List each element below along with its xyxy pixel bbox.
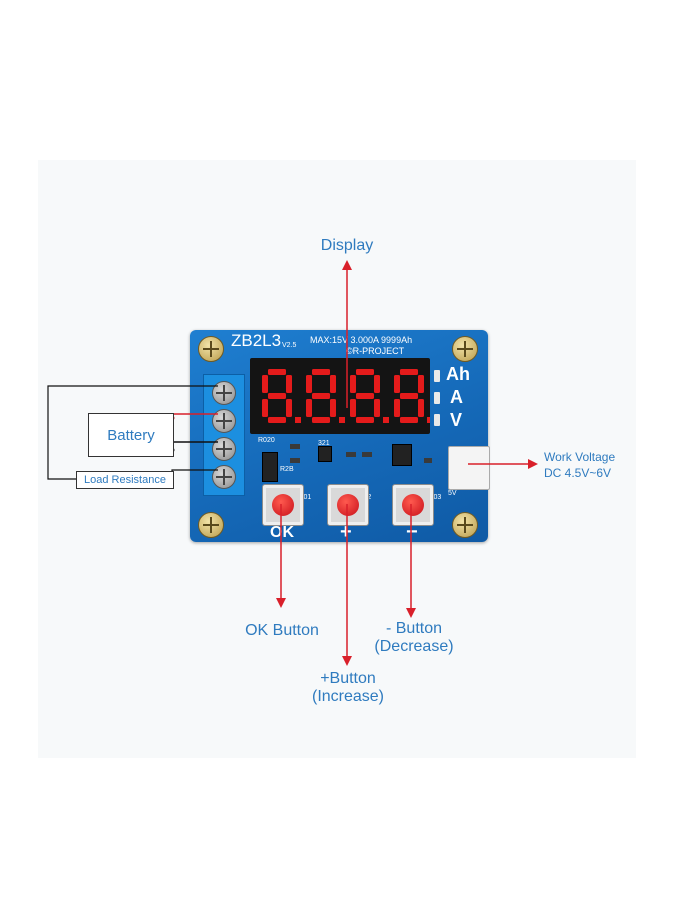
digit-1-segment-6 xyxy=(262,375,268,393)
plus-button-cap[interactable] xyxy=(337,494,359,516)
smd-resistor-1 xyxy=(290,444,300,449)
plus-button[interactable] xyxy=(327,484,369,526)
digit-1-segment-3 xyxy=(286,399,292,417)
minus-button-cap[interactable] xyxy=(402,494,424,516)
display-callout: Display xyxy=(320,237,374,254)
board-specs: MAX:15V 3.000A 9999Ah xyxy=(310,335,413,345)
board-model: ZB2L3 xyxy=(231,331,282,350)
display-digits xyxy=(262,369,430,423)
unit-led-a xyxy=(434,392,440,404)
ok-button[interactable] xyxy=(262,484,304,526)
seven-segment-display xyxy=(250,358,430,434)
digit-4-segment-2 xyxy=(418,375,424,393)
silk-j03: J03 xyxy=(430,494,442,501)
silk-r2b: R2B xyxy=(280,466,294,473)
regulator-chip xyxy=(392,444,412,466)
silk-plus: + xyxy=(340,521,352,543)
silk-minus: − xyxy=(406,521,418,543)
silk-j01: J01 xyxy=(300,494,312,501)
work-voltage-line1: Work Voltage xyxy=(544,450,616,464)
terminal-screw-3 xyxy=(212,437,236,461)
digit-2-segment-4 xyxy=(312,417,330,423)
unit-label-a: A xyxy=(450,387,463,407)
mount-screw-top-left xyxy=(198,336,224,362)
digit-4-segment-1 xyxy=(400,369,418,375)
digit-3-segment-5 xyxy=(350,399,356,417)
mount-screw-bottom-right xyxy=(452,512,478,538)
digit-3-segment-2 xyxy=(374,375,380,393)
mount-screw-top-right xyxy=(452,336,478,362)
plus-button-line1: +Button xyxy=(320,670,376,687)
digit-2-decimal-point xyxy=(339,417,345,423)
power-connector xyxy=(448,446,490,490)
board-version: V2.5 xyxy=(282,342,297,349)
digit-3-segment-1 xyxy=(356,369,374,375)
unit-label-v: V xyxy=(450,410,463,430)
unit-label-ah: Ah xyxy=(446,364,470,384)
load-resistance-label: Load Resistance xyxy=(76,471,174,489)
smd-chip-1 xyxy=(318,446,332,462)
smd-resistor-5 xyxy=(424,458,432,463)
digit-3-segment-4 xyxy=(356,417,374,423)
unit-led-v xyxy=(434,414,440,426)
digit-1-segment-4 xyxy=(268,417,286,423)
digit-4-decimal-point xyxy=(427,417,430,423)
digit-1-segment-7 xyxy=(268,393,286,399)
digit-2-segment-2 xyxy=(330,375,336,393)
screw-terminal-block xyxy=(203,374,245,496)
wire-load-top xyxy=(47,385,218,480)
wire-battery-positive xyxy=(171,413,218,418)
ok-button-callout: OK Button xyxy=(245,622,319,639)
silk-ok: OK xyxy=(270,524,294,541)
smd-resistor-3 xyxy=(346,452,356,457)
digit-4-segment-4 xyxy=(400,417,418,423)
digit-4-segment-7 xyxy=(400,393,418,399)
plus-button-callout: +Button (Increase) xyxy=(300,670,396,706)
digit-3-decimal-point xyxy=(383,417,389,423)
work-voltage-callout: Work Voltage DC 4.5V~6V xyxy=(544,449,615,481)
mount-screw-bottom-left xyxy=(198,512,224,538)
work-voltage-line2: DC 4.5V~6V xyxy=(544,466,612,480)
digit-2-segment-5 xyxy=(306,399,312,417)
plus-button-line2: (Increase) xyxy=(311,688,385,705)
wire-load-bottom xyxy=(171,469,218,479)
digit-4-segment-3 xyxy=(418,399,424,417)
digit-4-segment-5 xyxy=(394,399,400,417)
terminal-screw-4 xyxy=(212,465,236,489)
digit-1-segment-2 xyxy=(286,375,292,393)
mosfet-chip xyxy=(262,452,278,482)
battery-label: Battery xyxy=(88,413,174,457)
digit-4-segment-6 xyxy=(394,375,400,393)
board-maker: ©R-PROJECT xyxy=(346,346,405,356)
digit-3-segment-3 xyxy=(374,399,380,417)
ok-button-cap[interactable] xyxy=(272,494,294,516)
silk-5v: 5V xyxy=(448,490,457,497)
digit-3-segment-7 xyxy=(356,393,374,399)
digit-3-segment-6 xyxy=(350,375,356,393)
terminal-screw-1 xyxy=(212,381,236,405)
minus-button[interactable] xyxy=(392,484,434,526)
wire-battery-negative xyxy=(171,441,218,450)
silk-r020: R020 xyxy=(258,437,275,444)
digit-1-segment-5 xyxy=(262,399,268,417)
minus-button-line1: - Button xyxy=(385,620,443,637)
smd-resistor-2 xyxy=(290,458,300,463)
digit-2-segment-6 xyxy=(306,375,312,393)
digit-2-segment-3 xyxy=(330,399,336,417)
minus-button-line2: (Decrease) xyxy=(374,638,454,655)
digit-2-segment-1 xyxy=(312,369,330,375)
terminal-screw-2 xyxy=(212,409,236,433)
silk-321: 321 xyxy=(318,440,330,447)
digit-2-segment-7 xyxy=(312,393,330,399)
digit-1-decimal-point xyxy=(295,417,301,423)
unit-led-ah xyxy=(434,370,440,382)
digit-1-segment-1 xyxy=(268,369,286,375)
smd-resistor-4 xyxy=(362,452,372,457)
minus-button-callout: - Button (Decrease) xyxy=(362,620,466,656)
